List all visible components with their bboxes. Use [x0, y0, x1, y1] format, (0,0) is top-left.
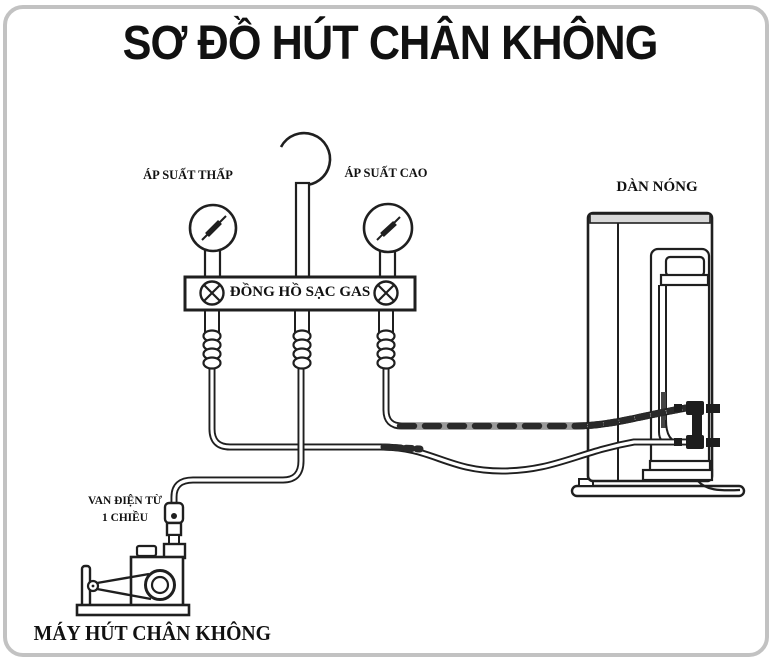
high-pressure-gauge-label: ÁP SUẤT CAO	[344, 165, 428, 180]
high-pressure-gauge-drawing	[362, 202, 414, 280]
condenser-label: DÀN NÓNG	[616, 179, 698, 195]
coil-center	[292, 329, 312, 370]
hanger-hook	[279, 131, 332, 281]
manifold-label: ĐỒNG HỒ SẠC GAS	[229, 284, 371, 300]
hose-low-pressure	[208, 358, 690, 475]
diagram-title: SƠ ĐỒ HÚT CHÂN KHÔNG	[122, 17, 659, 70]
hose-coupling-coils	[202, 329, 396, 370]
hose-high-pressure	[382, 358, 690, 430]
one-way-solenoid-valve-drawing	[163, 501, 185, 537]
low-pressure-gauge-label: ÁP SUẤT THẤP	[143, 167, 233, 182]
solenoid-valve-label-line2: 1 CHIỀU	[102, 510, 148, 524]
condenser-service-valves	[674, 401, 720, 449]
solenoid-valve-label-line1: VAN ĐIỆN TỪ	[88, 493, 162, 507]
manifold-valve-knob-left	[199, 280, 225, 306]
manifold-gauge-block	[183, 275, 417, 333]
vacuum-pump-drawing	[75, 534, 191, 617]
service-valve-lower	[674, 435, 720, 449]
coil-right	[376, 329, 396, 370]
condenser-unit-drawing	[570, 211, 746, 498]
service-valve-upper	[674, 401, 720, 415]
low-pressure-gauge-drawing	[188, 203, 238, 280]
manifold-valve-knob-right	[373, 280, 399, 306]
hose-to-vacuum-pump	[170, 358, 305, 508]
coil-left	[202, 329, 222, 370]
vacuum-pump-label: MÁY HÚT CHÂN KHÔNG	[33, 621, 272, 645]
